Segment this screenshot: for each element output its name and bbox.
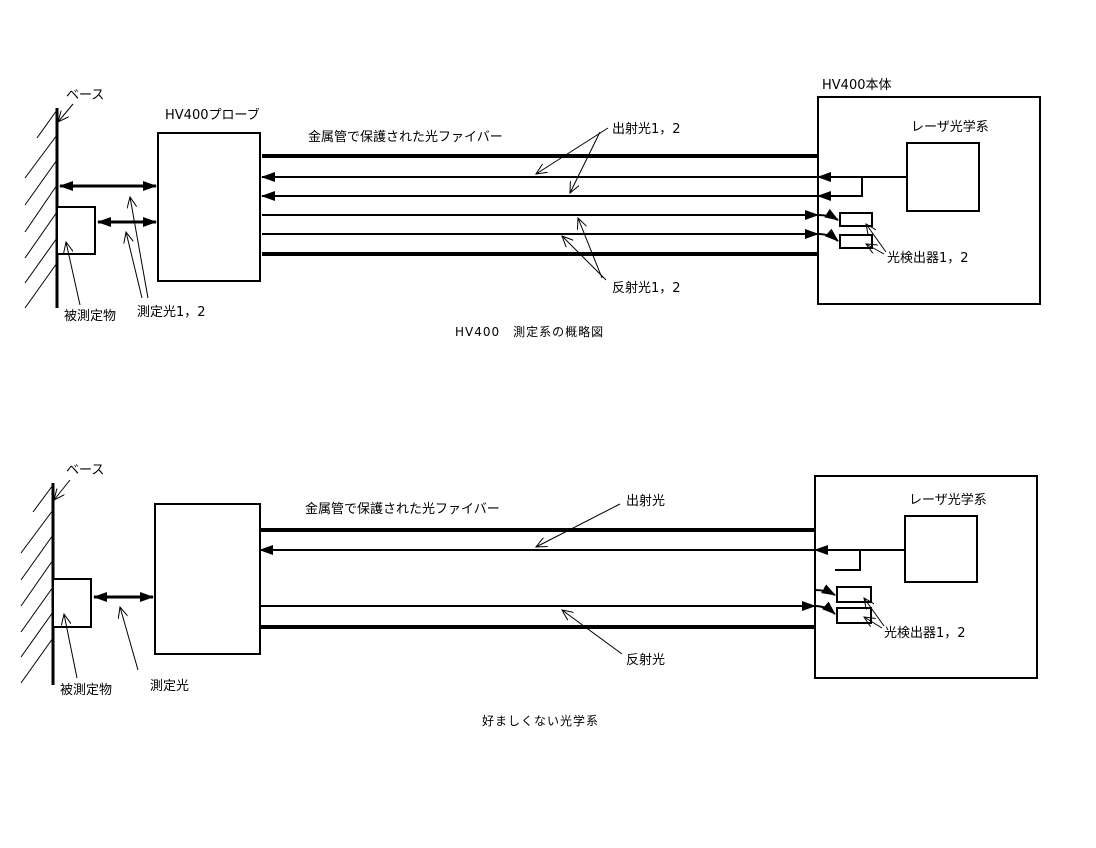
bottom-laser-label: レーザ光学系 [909, 492, 987, 508]
top-emitted-leader-2 [570, 131, 601, 193]
top-laser-box [906, 142, 980, 212]
bottom-laser-feed [814, 545, 905, 571]
top-measure-leader-2 [130, 197, 149, 299]
top-fiber-label: 金属管で保護された光ファイバー [308, 129, 503, 145]
bottom-probe-box [154, 503, 261, 655]
bottom-reflected-leader [562, 610, 623, 655]
bottom-base-wall [20, 483, 55, 685]
top-caption: HV400 測定系の概略図 [455, 324, 604, 339]
top-reflected-leader-1 [578, 218, 603, 279]
top-laser-feed [817, 172, 907, 201]
top-probe-label: HV400プローブ [165, 107, 260, 123]
top-object-label: 被測定物 [64, 309, 116, 324]
bottom-emitted-label: 出射光 [626, 493, 665, 509]
bottom-measure-leader [120, 607, 139, 671]
top-diagram: ベース 被測定物 HV400プローブ 測定光1，2 金属管で保護された光ファイバ… [24, 78, 1041, 339]
bottom-laser-box [904, 515, 978, 583]
top-laser-label: レーザ光学系 [911, 119, 989, 135]
top-reflected-label: 反射光1，2 [612, 280, 681, 296]
bottom-object-label: 被測定物 [60, 683, 112, 698]
bottom-reflected-label: 反射光 [626, 652, 665, 668]
top-emitted-leader-1 [536, 127, 609, 174]
top-detector-leader-1 [866, 224, 887, 253]
bottom-object-leader [64, 614, 78, 679]
bottom-detector-1 [836, 586, 872, 603]
top-detector-1 [839, 212, 873, 227]
top-object-leader [66, 242, 81, 306]
top-base-label: ベース [66, 88, 104, 103]
top-detector-2 [839, 234, 873, 249]
bottom-detector-feed [814, 584, 836, 615]
bottom-detector-label: 光検出器1，2 [884, 626, 966, 641]
top-body-label: HV400本体 [822, 78, 891, 93]
top-detector-label: 光検出器1，2 [887, 251, 969, 266]
bottom-base-leader [54, 479, 71, 500]
bottom-detector-leader-2 [864, 617, 883, 629]
bottom-emitted-leader [536, 503, 621, 547]
bottom-detector-leader-1 [864, 598, 885, 627]
bottom-fiber-label: 金属管で保護された光ファイバー [305, 501, 500, 517]
bottom-base-label: ベース [66, 463, 104, 478]
bottom-measure-label: 測定光 [150, 679, 189, 694]
top-probe-box [157, 132, 261, 282]
top-base-leader [58, 103, 74, 122]
top-detector-feed [817, 208, 839, 242]
bottom-diagram: ベース 被測定物 測定光 金属管で保護された光ファイバー 出射光 反射光 レーザ… [20, 463, 1038, 728]
top-reflected-leader-2 [562, 236, 607, 281]
top-base-wall [24, 108, 59, 309]
top-measure-leader-1 [126, 232, 143, 299]
bottom-measured-object [52, 578, 92, 628]
top-measured-object [56, 206, 96, 255]
bottom-caption: 好ましくない光学系 [482, 713, 599, 728]
top-emitted-label: 出射光1，2 [612, 121, 681, 137]
bottom-detector-2 [836, 607, 872, 624]
top-measure-label: 測定光1，2 [137, 305, 206, 320]
top-detector-leader-2 [866, 244, 885, 255]
